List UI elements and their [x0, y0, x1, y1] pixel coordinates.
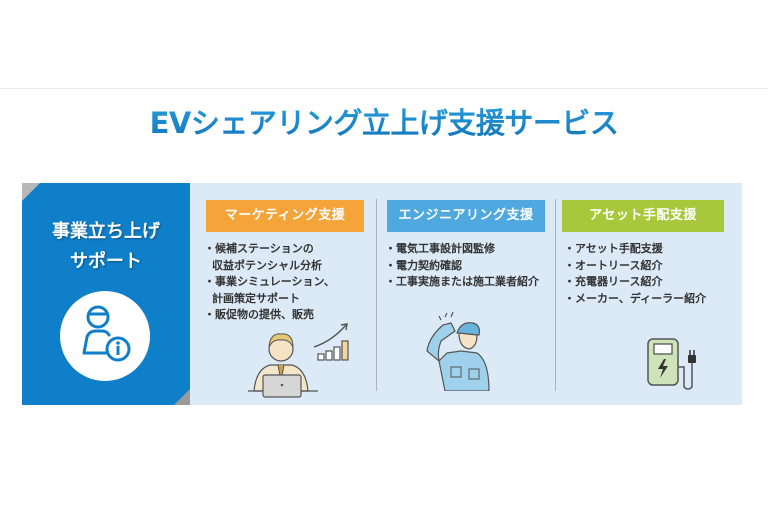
- list-item: ・アセット手配支援: [564, 242, 663, 255]
- column-divider: [376, 199, 377, 391]
- corner-decoration: [174, 389, 190, 405]
- lead-title-line2: サポート: [70, 251, 142, 272]
- top-divider: [0, 88, 768, 89]
- services-panel: 事業立ち上げ サポート マーケティング支援 ・候補ステーションの 収益ポテンシャ…: [22, 183, 742, 405]
- marketing-support-list: ・候補ステーションの 収益ポテンシャル分析 ・事業シミュレーション、 計画策定サ…: [204, 241, 335, 324]
- lead-title-line1: 事業立ち上げ: [52, 221, 160, 242]
- column-divider: [555, 199, 556, 391]
- list-item: ・候補ステーションの: [204, 242, 314, 255]
- person-info-icon: [60, 291, 150, 381]
- worker-illustration: [417, 311, 507, 391]
- list-item: ・事業シミュレーション、: [204, 275, 335, 288]
- ev-charger-icon: [644, 333, 704, 393]
- list-item: ・販促物の提供、販売: [204, 308, 314, 321]
- asset-arrangement-list: ・アセット手配支援 ・オートリース紹介 ・充電器リース紹介 ・メーカー、ディーラ…: [564, 241, 706, 307]
- engineering-support-list: ・電気工事設計図監修 ・電力契約確認 ・工事実施または施工業者紹介: [385, 241, 539, 291]
- list-item: ・電気工事設計図監修: [385, 242, 495, 255]
- list-item: ・充電器リース紹介: [564, 275, 663, 288]
- list-item: ・メーカー、ディーラー紹介: [564, 291, 707, 305]
- page-title: EVシェアリング立上げ支援サービス: [0, 100, 768, 142]
- list-item: 収益ポテンシャル分析: [212, 258, 322, 272]
- list-item: ・工事実施または施工業者紹介: [385, 275, 539, 288]
- corner-decoration: [22, 183, 40, 201]
- businessman-laptop-illustration: [248, 319, 358, 401]
- list-item: ・オートリース紹介: [564, 258, 663, 272]
- engineering-support-column: エンジニアリング支援 ・電気工事設計図監修 ・電力契約確認 ・工事実施または施工…: [377, 183, 555, 405]
- engineering-support-heading: エンジニアリング支援: [387, 200, 545, 232]
- asset-arrangement-column: アセット手配支援 ・アセット手配支援 ・オートリース紹介 ・充電器リース紹介 ・…: [556, 183, 742, 405]
- list-item: 計画策定サポート: [212, 291, 300, 305]
- business-launch-support-box: 事業立ち上げ サポート: [22, 183, 190, 405]
- lead-title: 事業立ち上げ サポート: [22, 217, 190, 277]
- marketing-support-column: マーケティング支援 ・候補ステーションの 収益ポテンシャル分析 ・事業シミュレー…: [190, 183, 376, 405]
- marketing-support-heading: マーケティング支援: [206, 200, 364, 232]
- asset-arrangement-heading: アセット手配支援: [562, 200, 724, 232]
- list-item: ・電力契約確認: [385, 258, 462, 272]
